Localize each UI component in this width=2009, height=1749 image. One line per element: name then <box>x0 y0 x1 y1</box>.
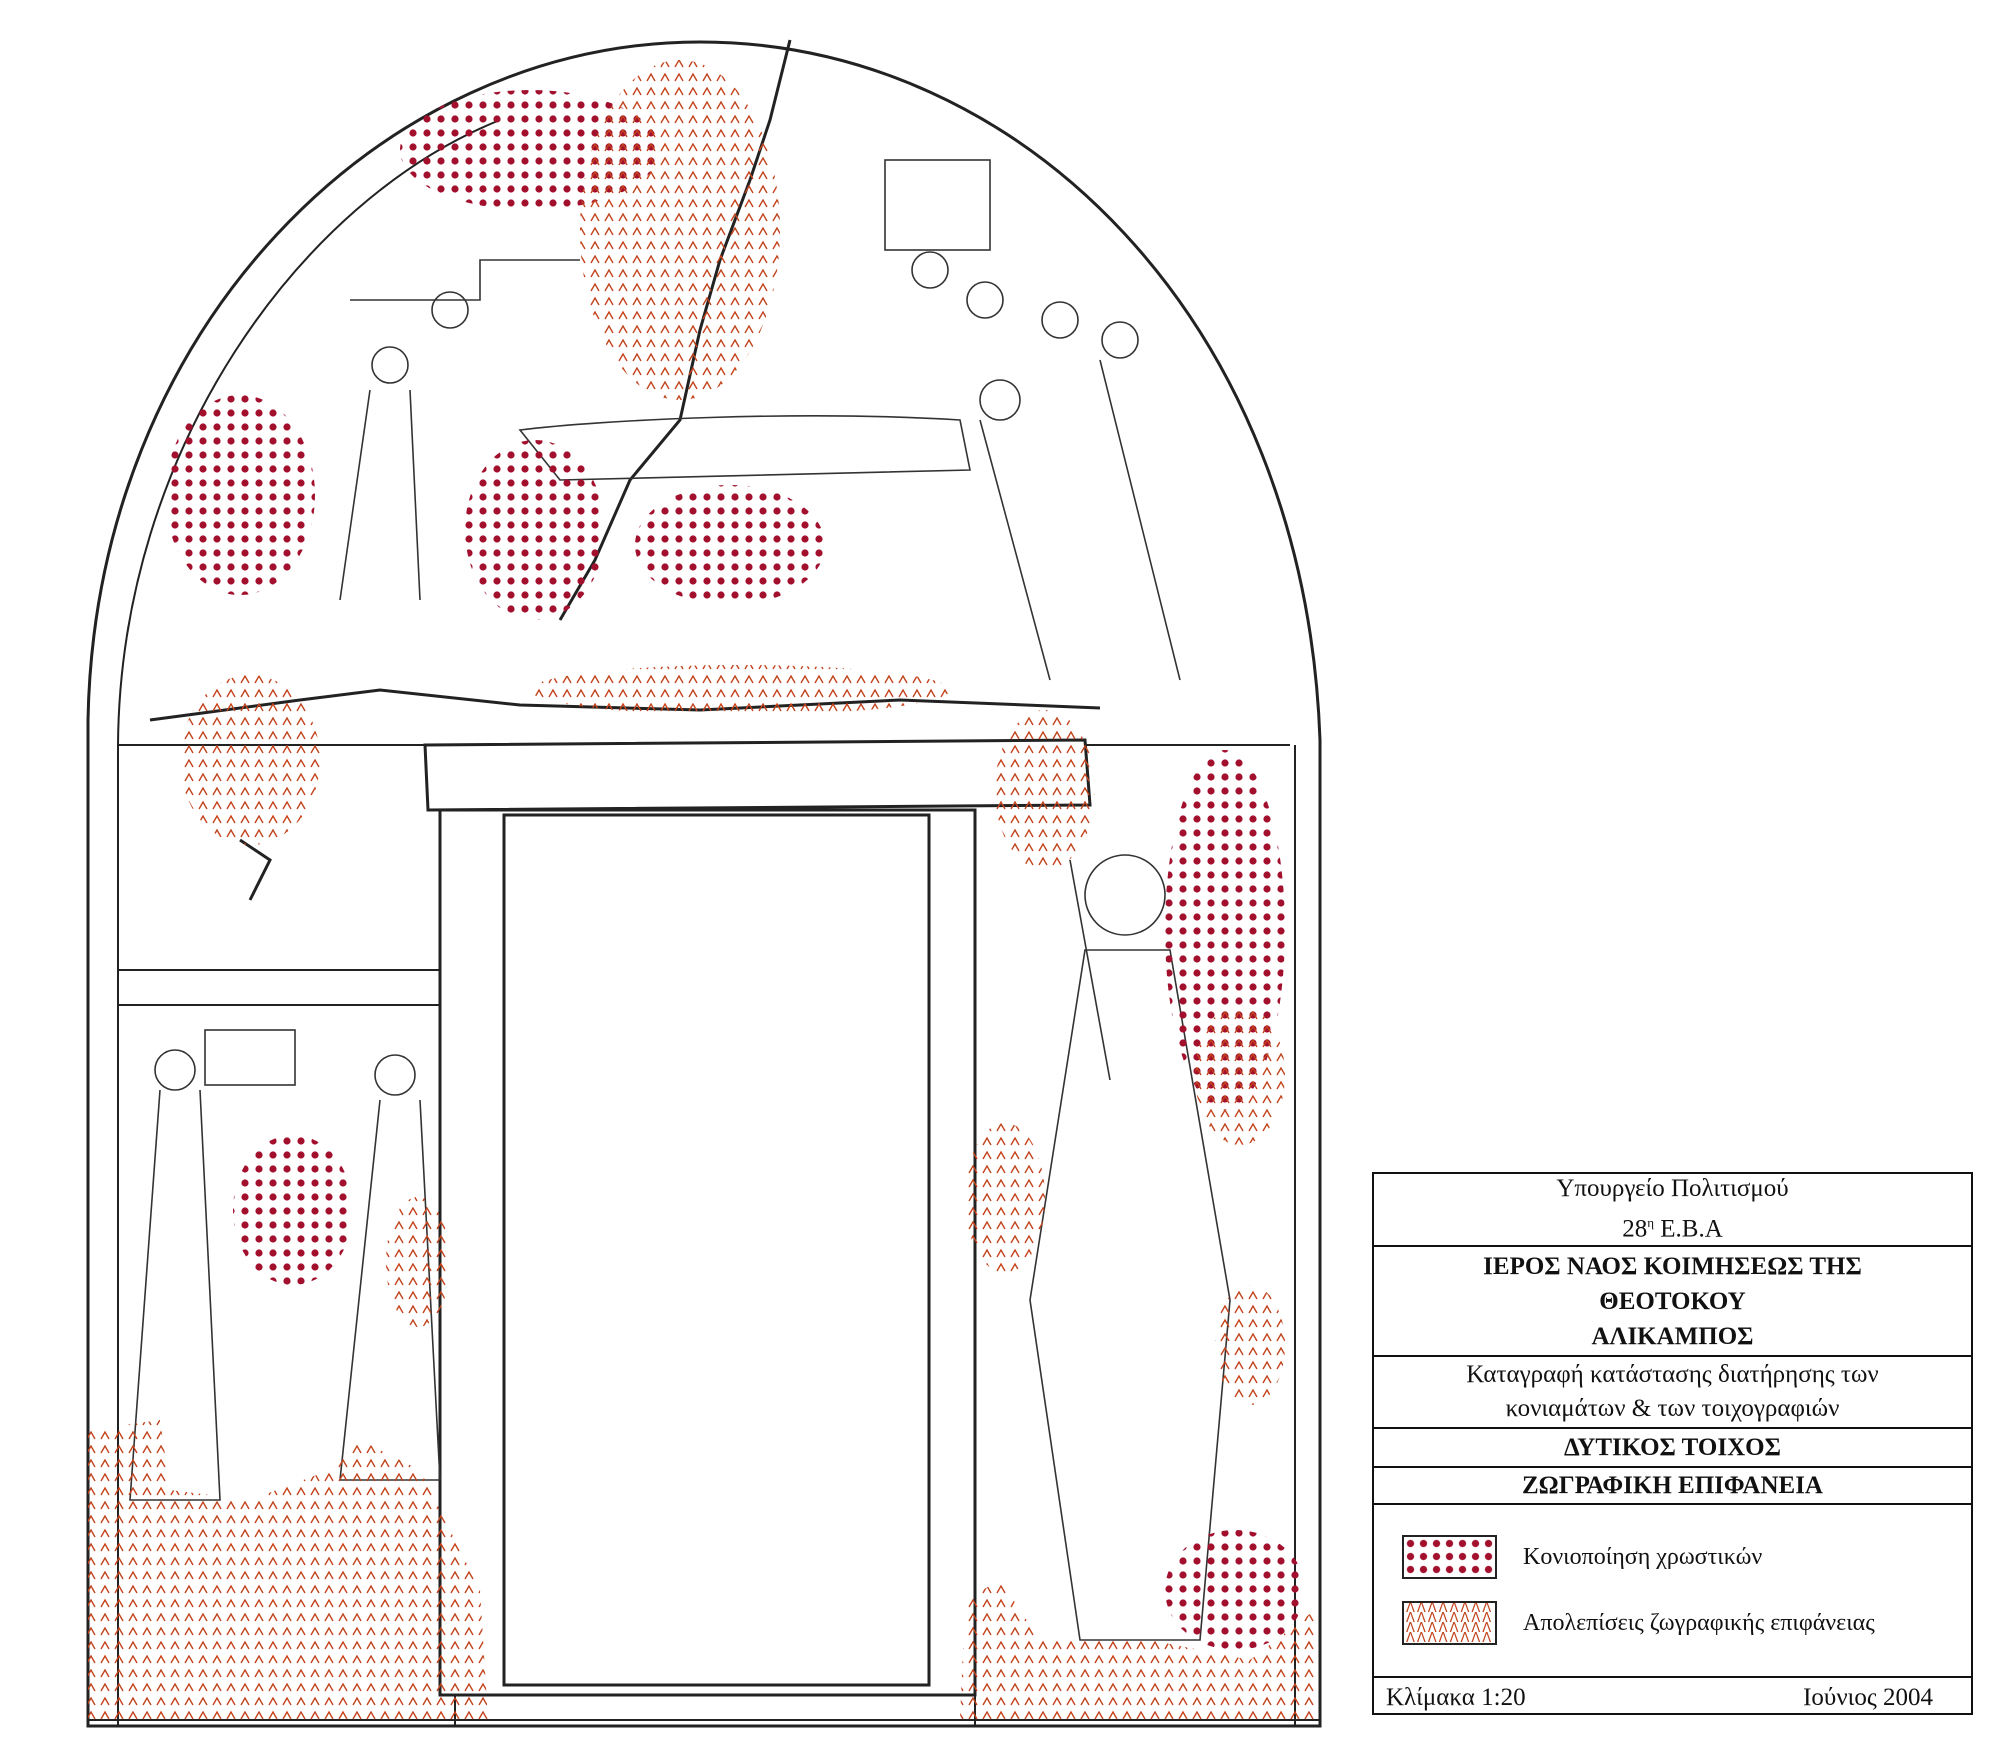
subject-line2: κονιαμάτων & των τοιχογραφιών <box>1505 1395 1840 1422</box>
church-section: ΙΕΡΟΣ ΝΑΟΣ ΚΟΙΜΗΣΕΩΣ ΤΗΣ ΘΕΟΤΟΚΟΥ ΑΛΙΚΑΜ… <box>1374 1247 1971 1357</box>
footer: Κλίμακα 1:20 Ιούνιος 2004 <box>1374 1678 1971 1717</box>
door-frame <box>423 738 1092 1697</box>
legend-label: Κονιοποίηση χρωστικών <box>1523 1543 1763 1570</box>
church-name-line1: ΙΕΡΟΣ ΝΑΟΣ ΚΟΙΜΗΣΕΩΣ ΤΗΣ <box>1483 1252 1862 1280</box>
legend-item-flaking: ΛΛΛΛΛΛΛΛ ΛΛΛΛΛΛΛΛ ΛΛΛΛΛΛΛΛ ΛΛΛΛΛΛΛΛ Απολ… <box>1402 1601 1875 1645</box>
legend-item-powdering: Κονιοποίηση χρωστικών <box>1402 1535 1762 1579</box>
wall-label: ΔΥΤΙΚΟΣ ΤΟΙΧΟΣ <box>1374 1429 1971 1468</box>
legend-label: Απολεπίσεις ζωγραφικής επιφάνειας <box>1523 1609 1875 1636</box>
ephorate-name: Ε.Β.Α <box>1660 1215 1723 1243</box>
title-block: Υπουργείο Πολιτισμού 28η Ε.Β.Α ΙΕΡΟΣ ΝΑΟ… <box>1372 1172 1973 1715</box>
subject-line1: Καταγραφή κατάστασης διατήρησης των <box>1466 1361 1879 1388</box>
ephorate-suffix: η <box>1647 1215 1655 1231</box>
ministry-name: Υπουργείο Πολιτισμού <box>1556 1175 1789 1203</box>
paint-flaking-areas <box>88 60 1315 1720</box>
carets-pattern-swatch: ΛΛΛΛΛΛΛΛ ΛΛΛΛΛΛΛΛ ΛΛΛΛΛΛΛΛ ΛΛΛΛΛΛΛΛ <box>1402 1601 1497 1645</box>
ministry-section: Υπουργείο Πολιτισμού 28η Ε.Β.Α <box>1374 1174 1971 1247</box>
ephorate-number: 28 <box>1622 1215 1648 1243</box>
date: Ιούνιος 2004 <box>1803 1683 1933 1711</box>
dots-pattern-swatch <box>1402 1535 1497 1579</box>
subject-section: Καταγραφή κατάστασης διατήρησης των κονι… <box>1374 1357 1971 1429</box>
church-name-line2: ΘΕΟΤΟΚΟΥ <box>1599 1287 1746 1315</box>
location: ΑΛΙΚΑΜΠΟΣ <box>1591 1322 1754 1350</box>
ephorate: 28η Ε.Β.Α <box>1374 1206 1971 1246</box>
scale: Κλίμακα 1:20 <box>1386 1683 1526 1711</box>
surface-label: ΖΩΓΡΑΦΙΚΗ ΕΠΙΦΑΝΕΙΑ <box>1374 1468 1971 1505</box>
legend: Κονιοποίηση χρωστικών ΛΛΛΛΛΛΛΛ ΛΛΛΛΛΛΛΛ … <box>1374 1505 1971 1678</box>
